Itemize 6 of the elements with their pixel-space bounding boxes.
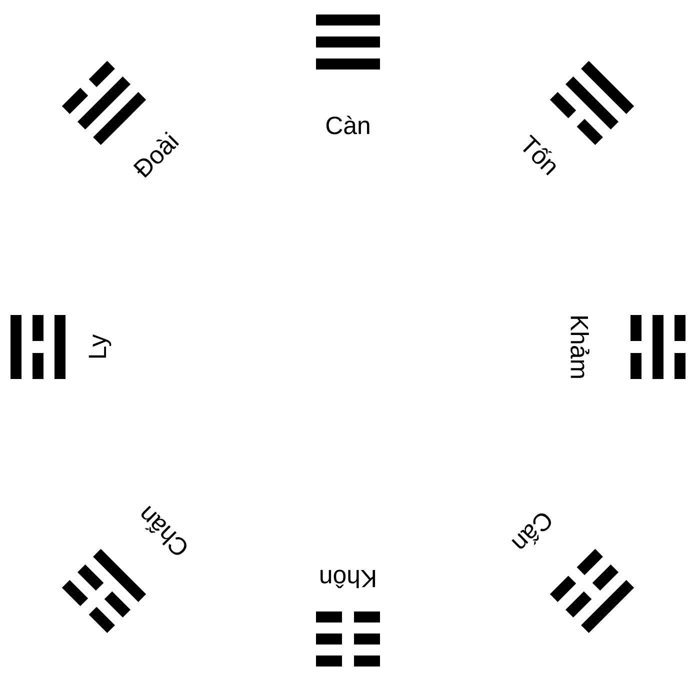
trigram-label: Khôn xyxy=(320,570,376,588)
trigram-label: Càn xyxy=(326,116,370,134)
trigram-label: Ly xyxy=(88,334,112,358)
trigram-label: Tốn xyxy=(523,134,556,176)
trigram-label: Khảm xyxy=(570,316,590,378)
trigram-label: Cấn xyxy=(512,513,551,549)
